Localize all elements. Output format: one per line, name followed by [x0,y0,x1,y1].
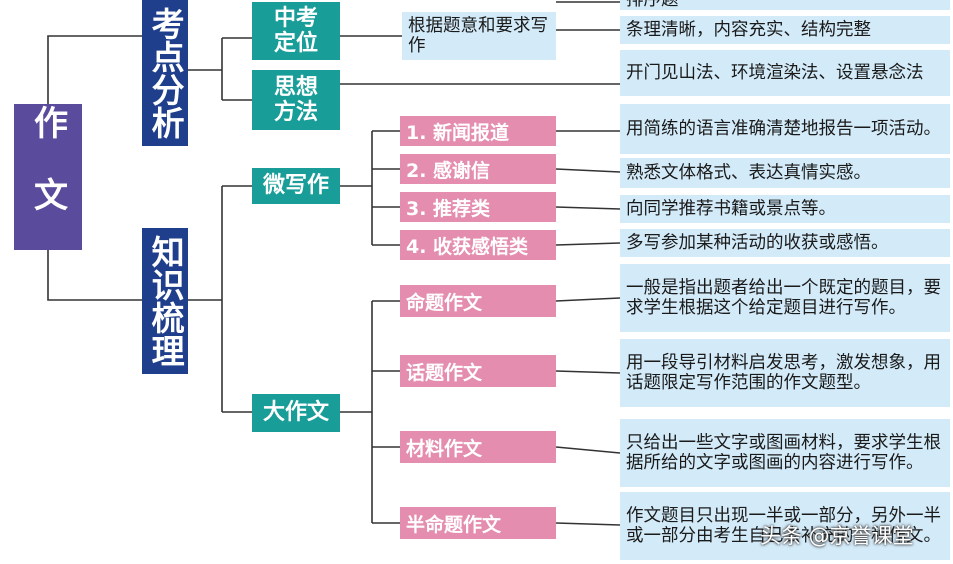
methods-detail-box: 开门见山法、环境渲染法、设置悬念法 [620,50,950,96]
requirement-box: 根据题意和要求写作 [402,12,556,60]
micro-desc-1: 用简练的语言准确清楚地报告一项活动。 [620,104,950,154]
watermark: 头条 @京誉课堂 [760,524,914,548]
requirement-text: 根据题意和要求写作 [408,16,548,56]
major-item-3: 材料作文 [400,431,556,463]
major-desc-4: 作文题目只出现一半或一部分，另外一半或一部分由考生自己去补充的一种作文。 [620,492,950,560]
micro-item-2: 2. 感谢信 [400,154,556,184]
node-wei-xiezuo: 微写作 [252,168,340,204]
da-zuowen-label: 大作文 [262,400,329,426]
major-desc-3-text: 只给出一些文字或图画材料，要求学生根据所给的文字或图画的内容进行写作。 [626,433,941,473]
micro-desc-2: 熟悉文体格式、表达真情实感。 [620,158,950,188]
major-desc-3: 只给出一些文字或图画材料，要求学生根据所给的文字或图画的内容进行写作。 [620,419,950,487]
major-desc-1: 一般是指出题者给出一个既定的题目，要求学生根据这个给定题目进行写作。 [620,264,950,332]
sixiang-fangfa-label: 思想方法 [273,74,318,125]
criteria-text: 条理清晰，内容充实、结构完整 [626,20,871,40]
criteria-top-partial-text: 排序题 [626,0,679,10]
node-zhongkao-dingwei: 中考定位 [252,2,340,60]
micro-item-3: 3. 推荐类 [400,192,556,222]
micro-item-4-label: 4. 收获感悟类 [406,235,529,258]
root-node: 作文 [14,104,82,250]
micro-item-4: 4. 收获感悟类 [400,230,556,260]
kaodian-fenxi-label: 考点分析 [146,7,186,139]
node-kaodian-fenxi: 考点分析 [142,0,188,146]
micro-item-2-label: 2. 感谢信 [406,159,491,182]
major-desc-2-text: 用一段导引材料启发思考，激发想象，用话题限定写作范围的作文题型。 [626,353,941,393]
micro-item-1: 1. 新闻报道 [400,116,556,146]
micro-desc-3-text: 向同学推荐书籍或景点等。 [626,199,836,219]
major-item-4: 半命题作文 [400,507,556,539]
node-sixiang-fangfa: 思想方法 [252,70,340,130]
major-item-1: 命题作文 [400,285,556,317]
major-item-1-label: 命题作文 [406,291,483,314]
micro-item-1-label: 1. 新闻报道 [406,121,510,144]
major-desc-2: 用一段导引材料启发思考，激发想象，用话题限定写作范围的作文题型。 [620,339,950,407]
methods-detail-text: 开门见山法、环境渲染法、设置悬念法 [626,63,924,83]
major-desc-4-text: 作文题目只出现一半或一部分，另外一半或一部分由考生自己去补充的一种作文。 [626,506,941,546]
zhishi-shuli-label: 知识梳理 [146,235,186,367]
major-item-2: 话题作文 [400,355,556,387]
node-zhishi-shuli: 知识梳理 [142,228,188,374]
major-item-2-label: 话题作文 [406,361,483,384]
micro-desc-3: 向同学推荐书籍或景点等。 [620,195,950,223]
micro-desc-2-text: 熟悉文体格式、表达真情实感。 [626,163,871,183]
micro-desc-4-text: 多写参加某种活动的收获或感悟。 [626,233,889,253]
node-da-zuowen: 大作文 [252,394,340,432]
micro-item-3-label: 3. 推荐类 [406,197,491,220]
micro-desc-1-text: 用简练的语言准确清楚地报告一项活动。 [626,119,941,139]
criteria-box: 条理清晰，内容充实、结构完整 [620,16,950,44]
criteria-top-partial: 排序题 [620,0,950,10]
micro-desc-4: 多写参加某种活动的收获或感悟。 [620,229,950,257]
root-label: 作文 [27,105,68,249]
major-item-4-label: 半命题作文 [406,513,502,536]
major-desc-1-text: 一般是指出题者给出一个既定的题目，要求学生根据这个给定题目进行写作。 [626,278,941,318]
major-item-3-label: 材料作文 [406,437,483,460]
wei-xiezuo-label: 微写作 [262,173,329,199]
zhongkao-dingwei-label: 中考定位 [273,5,318,56]
